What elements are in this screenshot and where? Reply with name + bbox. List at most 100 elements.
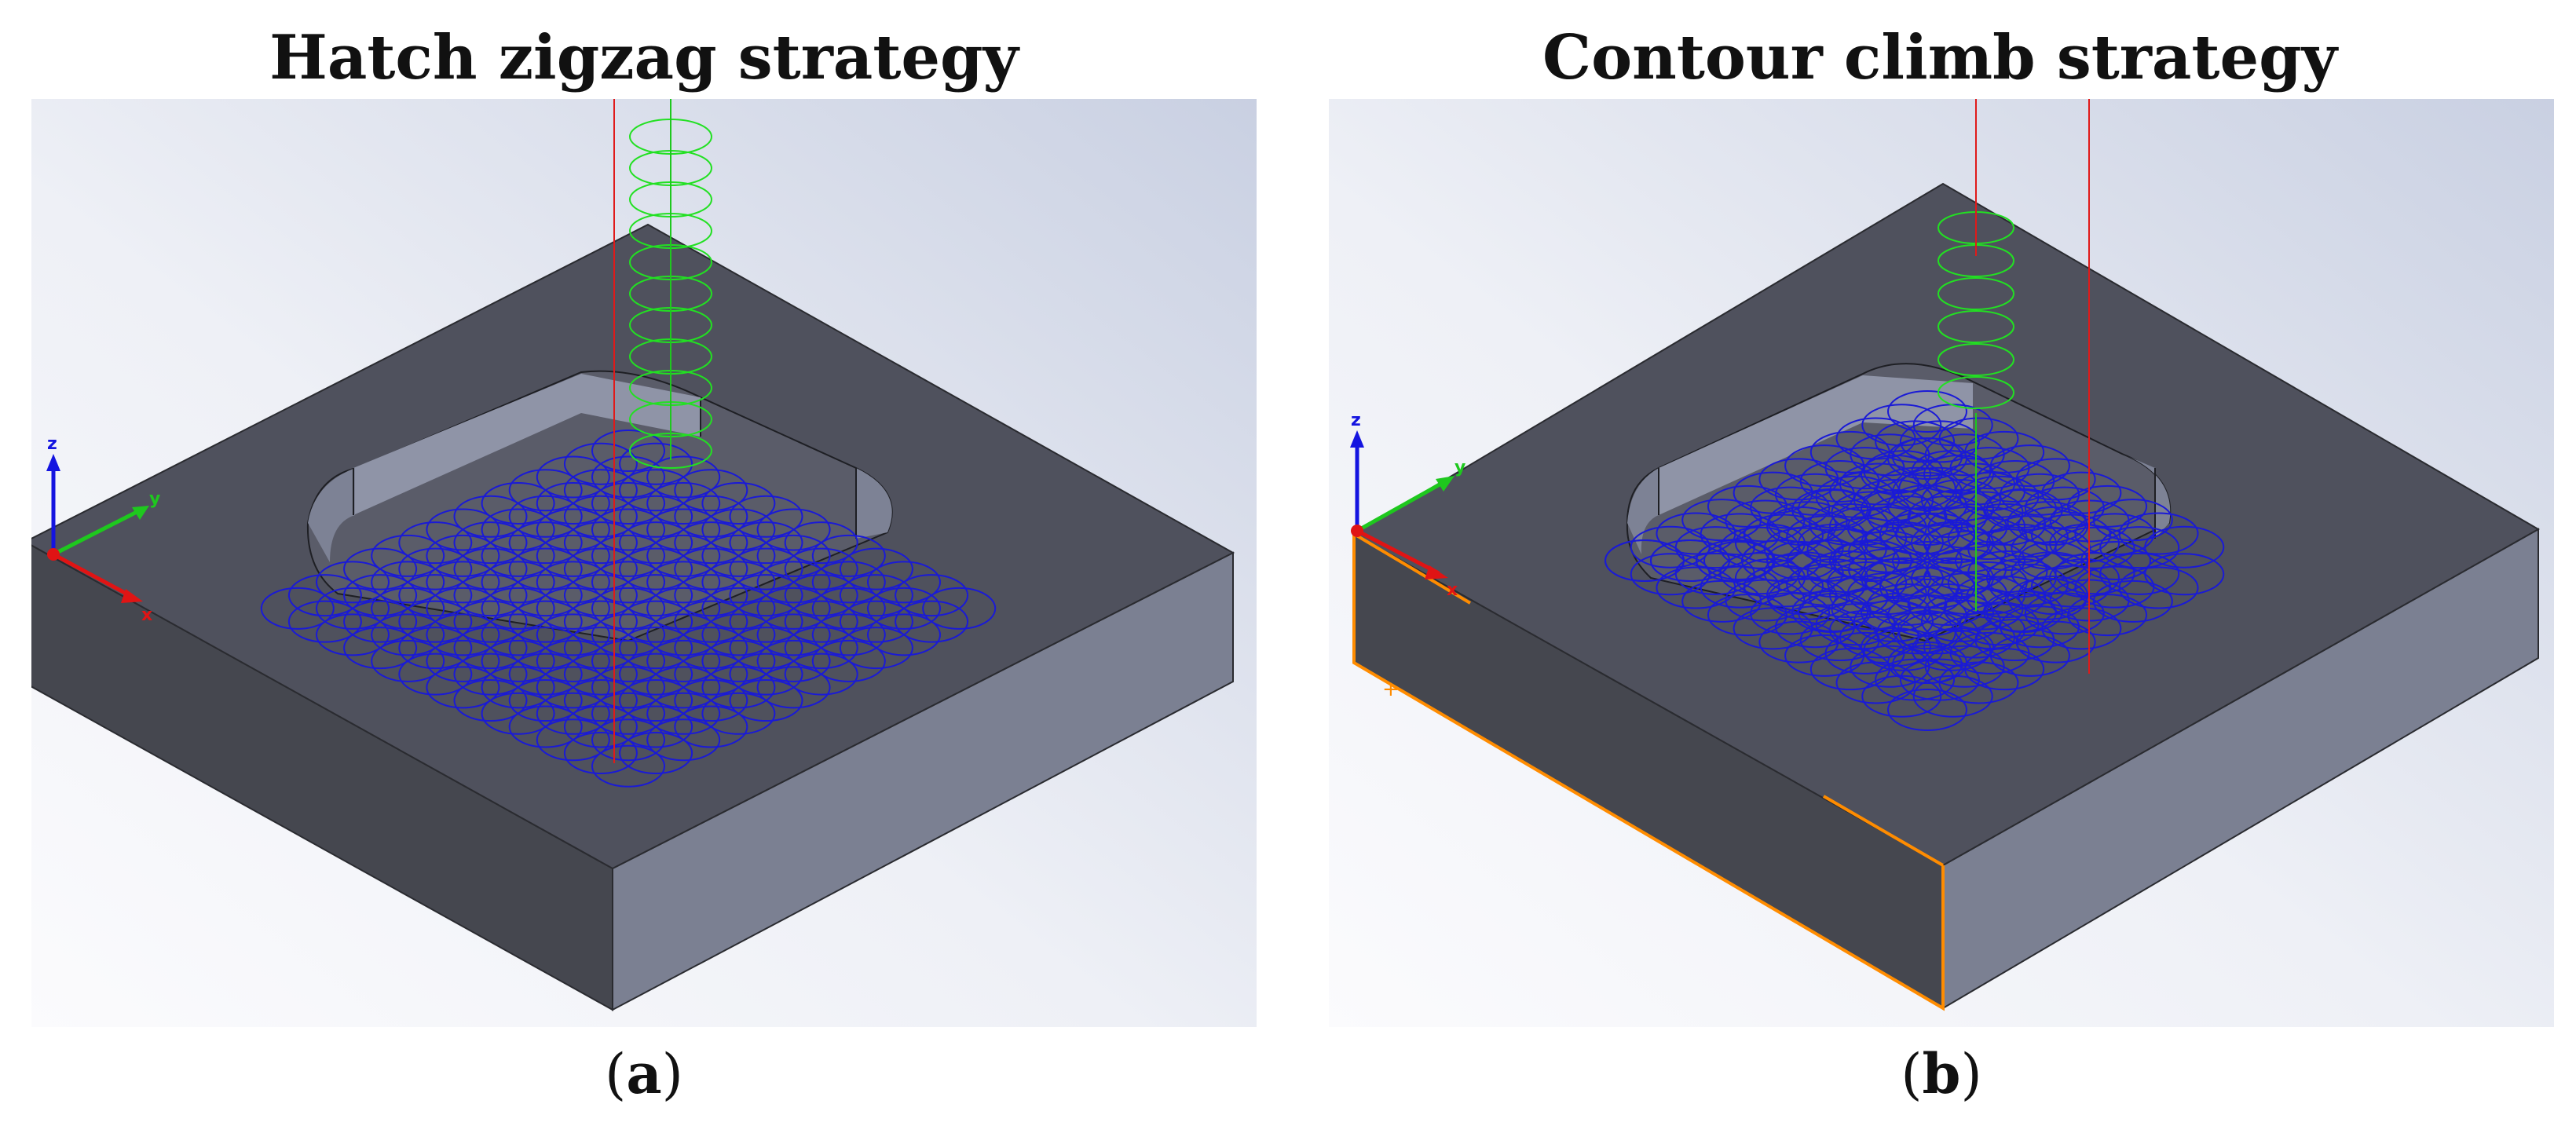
toolpath-pass (1899, 420, 1980, 463)
toolpath-pass (1681, 579, 1762, 623)
panel-b-viewport: + z y x (1329, 99, 2554, 1027)
caption-letter: b (1922, 1041, 1961, 1106)
toolpath-pass (811, 613, 886, 656)
toolpath-pass (536, 639, 610, 682)
toolpath-pass (508, 627, 583, 670)
helix-turn (1937, 277, 2014, 310)
toolpath-pass (701, 692, 776, 735)
toolpath-pass (1892, 472, 1963, 511)
toolpath-pass (1907, 495, 1988, 538)
toolpath-pass (1986, 558, 2057, 598)
toolpath-pass (316, 587, 390, 630)
toolpath-pass (701, 481, 776, 525)
toolpath-pass (1923, 558, 1994, 598)
toolpath-pass (1892, 506, 1963, 546)
toolpath-pass (453, 600, 528, 643)
toolpath-pass (1911, 628, 1992, 671)
contour-climb-toolpath (1605, 390, 2225, 731)
toolpath-pass (508, 469, 583, 512)
axis-origin (1351, 525, 1363, 537)
toolpath-pass (701, 639, 776, 682)
toolpath-pass (591, 587, 665, 630)
toolpath-pass (426, 587, 500, 630)
toolpath-pass (398, 627, 473, 670)
axis-triad: z y x (46, 434, 160, 625)
toolpath-pass (756, 666, 831, 709)
toolpath-pass (619, 442, 693, 485)
toolpath-pass (1907, 583, 1988, 626)
toolpath-pass (287, 600, 362, 643)
toolpath-pass (2074, 513, 2155, 556)
toolpath-pass (481, 508, 555, 551)
toolpath-pass (1700, 565, 1780, 609)
toolpath-pass (1861, 558, 1931, 598)
toolpath-pass (2099, 552, 2180, 595)
panel-a-title: Hatch zigzag strategy (269, 22, 1019, 93)
x-axis-arrow (1356, 528, 1440, 576)
toolpath-pass (1892, 541, 1963, 580)
toolpath-pass (1923, 455, 1994, 494)
toolpath-pass (2080, 541, 2151, 580)
toolpath-pass (591, 718, 665, 762)
toolpath-pass (1911, 450, 1992, 493)
caption-letter: a (626, 1041, 662, 1106)
hatch-zigzag-toolpath (260, 430, 997, 788)
z-arrowhead (1350, 430, 1364, 448)
toolpath-pass (729, 600, 803, 643)
toolpath-pass (536, 561, 610, 604)
toolpath-pass (619, 495, 693, 538)
toolpath-pass (591, 692, 665, 735)
toolpath-pass (591, 534, 665, 577)
toolpath-pass (1861, 455, 1931, 494)
toolpath-pass (646, 587, 721, 630)
toolpath-pass (481, 481, 555, 525)
toolpath-pass (1861, 627, 1931, 667)
plunge-lines (613, 99, 671, 763)
toolpath-pass (1861, 524, 1931, 563)
toolpath-pass (729, 679, 803, 722)
x-arrowhead (121, 589, 143, 603)
toolpath-pass (481, 587, 555, 630)
toolpath-pass (674, 574, 748, 617)
toolpath-pass (426, 534, 500, 577)
toolpath-pass (646, 639, 721, 682)
toolpath-pass (646, 666, 721, 709)
helix-turn (1937, 343, 2014, 376)
x-axis-label: x (141, 605, 152, 625)
panel-b-title: Contour climb strategy (1542, 22, 2337, 93)
x-axis-label: x (1447, 580, 1458, 600)
toolpath-pass (701, 561, 776, 604)
toolpath-pass (784, 653, 858, 696)
toolpath-pass (729, 495, 803, 538)
toolpath-pass (2018, 506, 2088, 546)
toolpath-pass (1766, 541, 1837, 580)
toolpath-pass (398, 600, 473, 643)
toolpath-pass (811, 639, 886, 682)
caption-paren: ) (1960, 1042, 1982, 1106)
toolpath-pass (591, 455, 665, 499)
toolpath-pass (1923, 627, 1994, 667)
selected-edge (1822, 795, 1945, 867)
toolpath-pass (811, 561, 886, 604)
toolpath-pass (784, 600, 858, 643)
toolpath-pass (674, 600, 748, 643)
y-arrowhead (132, 506, 149, 520)
toolpath-pass (398, 521, 473, 565)
toolpath-pass (426, 508, 500, 551)
toolpath-pass (867, 587, 941, 630)
toolpath-pass (646, 455, 721, 499)
toolpath-pass (1875, 420, 1956, 463)
toolpath-pass (619, 705, 693, 748)
toolpath-pass (536, 692, 610, 735)
toolpath-pass (619, 469, 693, 512)
toolpath-pass (536, 534, 610, 577)
toolpath-pass (1986, 593, 2057, 632)
toolpath-pass (839, 627, 913, 670)
y-arrowhead (1436, 476, 1454, 492)
toolpath-pass (1875, 658, 1956, 701)
toolpath-pass (1846, 506, 1927, 549)
toolpath-pass (536, 587, 610, 630)
toolpath-pass (1829, 610, 1900, 649)
toolpath-pass (1923, 489, 1994, 528)
toolpath-pass (508, 679, 583, 722)
